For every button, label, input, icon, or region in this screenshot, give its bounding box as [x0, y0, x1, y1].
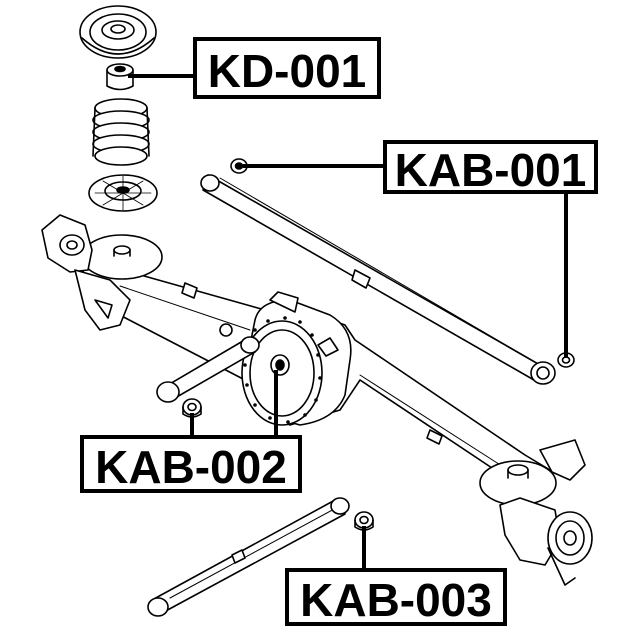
differential-housing — [241, 291, 352, 426]
middle-control-rod — [156, 336, 260, 403]
left-spring-pad — [81, 234, 163, 280]
lower-control-rod — [147, 497, 350, 617]
left-hub — [41, 214, 131, 331]
coil-spring — [92, 98, 150, 166]
kab-002-label: KAB-002 — [80, 435, 302, 493]
kd-001-bushing — [106, 63, 134, 91]
upper-control-rod — [200, 174, 556, 385]
kab-001-label: KAB-001 — [383, 140, 598, 194]
right-spring-pad — [479, 460, 557, 506]
spring-lower-seat — [88, 174, 158, 212]
spring-upper-seat — [79, 5, 157, 59]
kab-003-label: KAB-003 — [285, 568, 507, 626]
axle-bracket — [181, 282, 443, 445]
kab-001-bushing-upper — [230, 158, 248, 174]
right-hub — [499, 439, 593, 586]
kd-001-label: KD-001 — [193, 37, 381, 99]
